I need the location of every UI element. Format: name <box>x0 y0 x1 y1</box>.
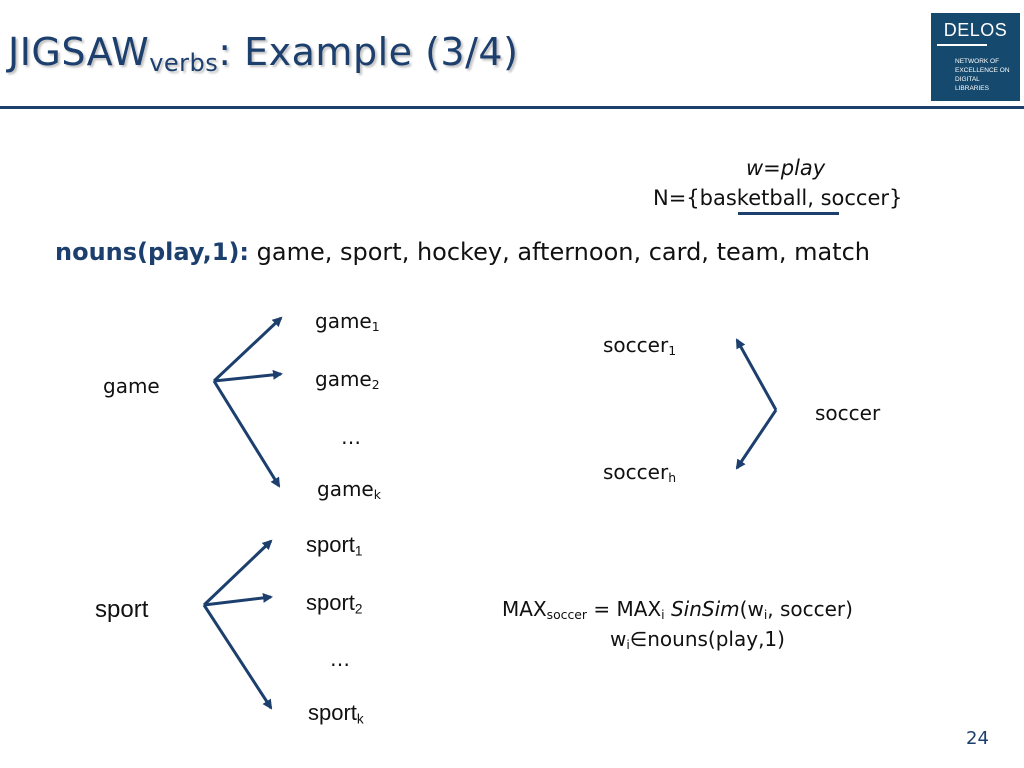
arrow-sport-k <box>202 604 273 710</box>
sport-sense-1: sport1 <box>306 532 363 559</box>
arrow-game-2 <box>213 369 283 383</box>
max-formula: MAXsoccer = MAXi SinSim(wi, soccer) <box>502 597 853 623</box>
title-subscript: verbs <box>149 49 219 77</box>
delos-logo: DELOS Network of Excellence on Digital L… <box>931 13 1020 101</box>
logo-brand: DELOS <box>943 20 1008 40</box>
logo-divider <box>937 44 987 46</box>
arrow-sport-2 <box>203 592 273 607</box>
sport-ellipsis: … <box>330 647 350 671</box>
game-root: game <box>103 374 160 398</box>
logo-tagline-line: Digital <box>955 76 980 83</box>
title-divider <box>0 106 1024 109</box>
context-underline <box>738 212 839 215</box>
arrow-sport-1 <box>202 539 273 607</box>
logo-tagline-line: Excellence on <box>955 67 1010 74</box>
formula-domain: wi∈nouns(play,1) <box>610 627 785 653</box>
nouns-label: nouns(play,1): <box>55 238 250 266</box>
title-main: JIGSAW <box>8 30 150 74</box>
logo-tagline-line: Network of <box>955 58 1000 65</box>
target-word: w=play <box>746 156 826 180</box>
page-number: 24 <box>966 728 989 749</box>
soccer-sense-1: soccer1 <box>603 333 677 359</box>
game-sense-k: gamek <box>317 477 381 503</box>
title-rest: : Example (3/4) <box>218 30 519 74</box>
sport-sense-k: sportk <box>308 700 364 727</box>
soccer-root: soccer <box>815 401 881 425</box>
soccer-sense-h: soccerh <box>603 460 677 486</box>
game-sense-2: game2 <box>315 367 380 393</box>
arrow-soccer-1 <box>735 338 778 411</box>
game-ellipsis: … <box>341 425 361 449</box>
sport-sense-2: sport2 <box>306 590 363 617</box>
slide-title: JIGSAWverbs: Example (3/4) <box>8 30 518 77</box>
game-sense-1: game1 <box>315 309 380 335</box>
nouns-list: game, sport, hockey, afternoon, card, te… <box>249 238 870 266</box>
nouns-line: nouns(play,1): game, sport, hockey, afte… <box>55 238 870 266</box>
arrow-soccer-h <box>735 409 778 470</box>
logo-tagline-line: Libraries <box>955 85 989 92</box>
sport-root: sport <box>95 596 149 623</box>
arrow-game-k <box>212 380 281 488</box>
context-set: N={basketball, soccer} <box>653 186 903 210</box>
logo-tagline: Network of Excellence on Digital Librari… <box>955 57 1010 93</box>
arrow-game-1 <box>212 316 283 383</box>
